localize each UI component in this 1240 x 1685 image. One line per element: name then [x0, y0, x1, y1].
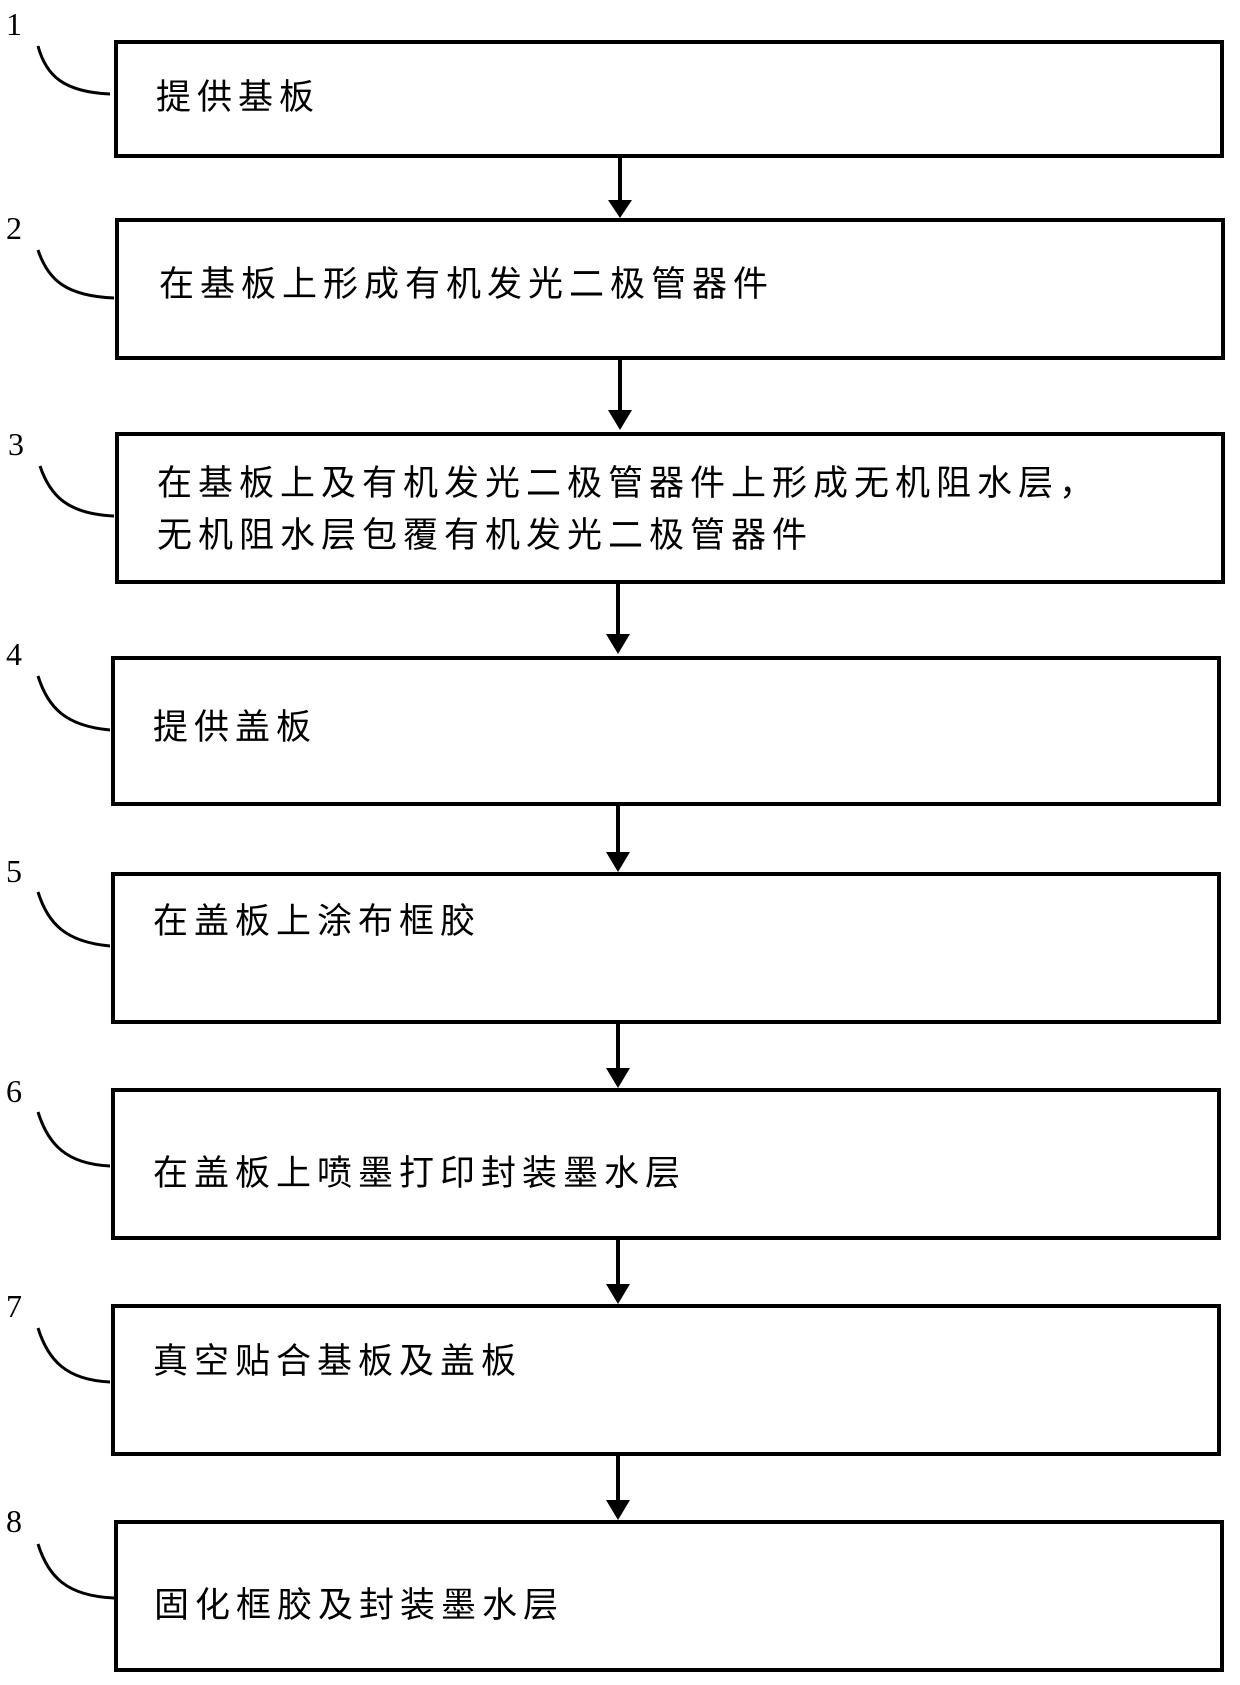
- callout-curve-1: [38, 46, 110, 94]
- arrow-1-to-2: [608, 158, 632, 218]
- arrow-3-to-4: [606, 584, 630, 654]
- callout-curve-8: [38, 1544, 114, 1598]
- arrow-6-to-7: [606, 1240, 630, 1304]
- callout-curve-3: [40, 466, 114, 516]
- callout-curve-2: [38, 250, 114, 298]
- arrow-4-to-5: [606, 806, 630, 872]
- arrow-7-to-8: [606, 1456, 630, 1520]
- callout-curve-7: [38, 1328, 110, 1382]
- callout-curve-4: [38, 676, 110, 730]
- arrow-5-to-6: [606, 1024, 630, 1088]
- arrow-2-to-3: [608, 360, 632, 430]
- callout-curve-6: [38, 1112, 110, 1166]
- callout-curve-5: [38, 892, 110, 946]
